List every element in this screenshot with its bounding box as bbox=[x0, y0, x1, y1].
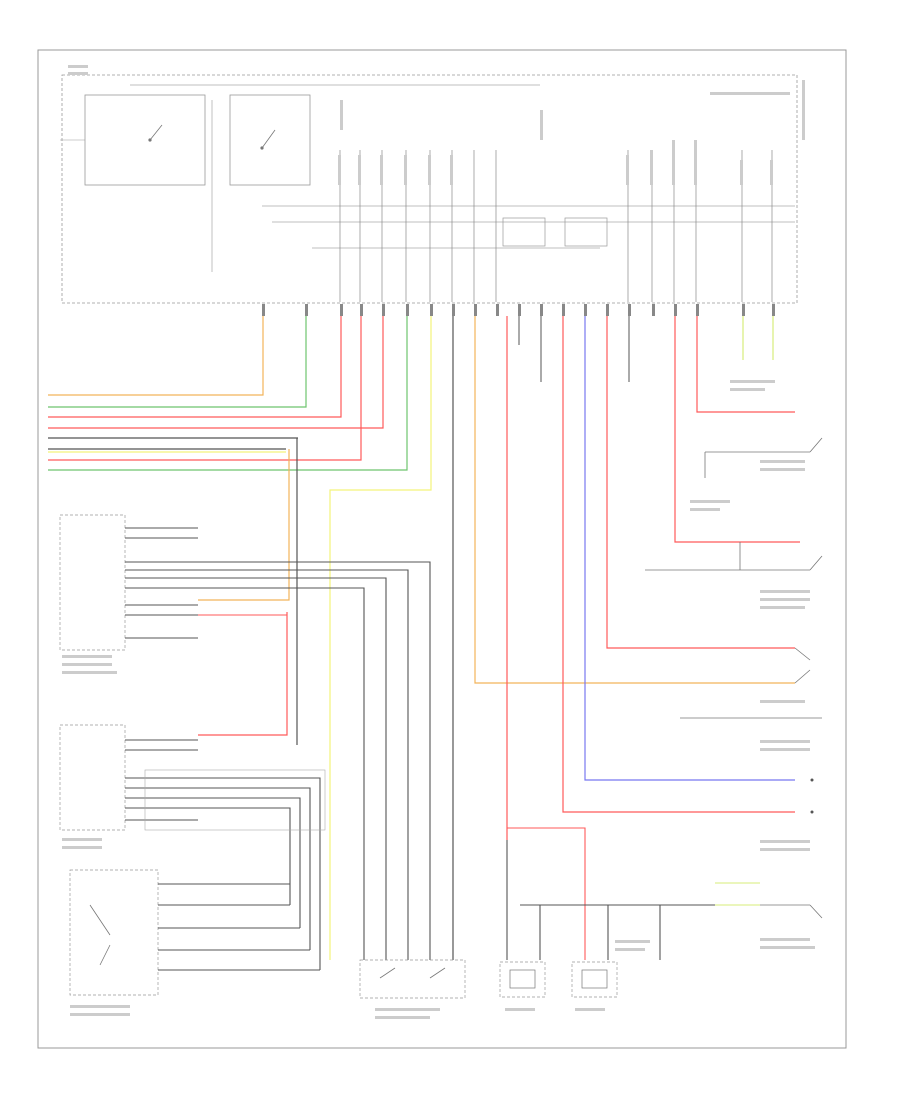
door-switch-box bbox=[69, 869, 159, 996]
passenger-door-switch-box bbox=[359, 959, 466, 999]
lock-relay-box bbox=[502, 217, 546, 247]
passenger-door-module-box bbox=[59, 514, 126, 651]
ignition-switch-box bbox=[84, 94, 206, 186]
rear-door-module-box bbox=[59, 724, 126, 831]
connector-icon bbox=[810, 810, 814, 814]
ground-icon bbox=[518, 316, 630, 382]
key-switch-box bbox=[229, 94, 311, 186]
rear-door-sub-box bbox=[144, 769, 326, 831]
lock-actuator-icon bbox=[499, 961, 618, 998]
connector-icon bbox=[810, 778, 814, 782]
switch-icon bbox=[760, 904, 823, 919]
connector-pins bbox=[262, 304, 775, 316]
switch-icon bbox=[379, 967, 446, 979]
diagram-border bbox=[37, 49, 847, 1049]
switch-icon bbox=[89, 904, 111, 966]
label-placeholders bbox=[62, 65, 815, 1019]
switch-icon bbox=[148, 124, 276, 150]
unlock-relay-box bbox=[564, 217, 608, 247]
central-module-box bbox=[61, 74, 798, 304]
switch-icon bbox=[645, 437, 823, 719]
